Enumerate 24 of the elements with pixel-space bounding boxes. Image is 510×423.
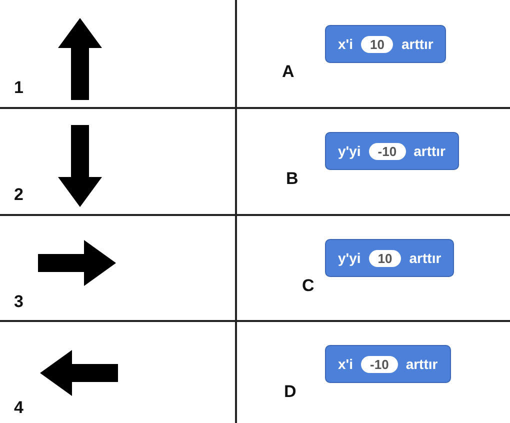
block-label: y'yi <box>338 143 361 159</box>
block-label: arttır <box>414 143 446 159</box>
number-input: -10 <box>368 142 406 160</box>
block-label: x'i <box>338 356 354 372</box>
number-input: -10 <box>361 356 398 372</box>
option-letter: B <box>286 169 298 189</box>
row-number: 3 <box>14 292 24 312</box>
number-input: 10 <box>361 36 394 52</box>
row-number: 1 <box>14 78 24 98</box>
code-block <box>325 345 451 383</box>
option-letter: C <box>302 276 314 296</box>
block-label: arttır <box>409 250 442 266</box>
block-label: arttır <box>406 356 438 372</box>
block-label: y'yi <box>338 250 361 266</box>
option-letter: D <box>284 382 296 402</box>
code-block <box>325 132 458 170</box>
code-block <box>325 239 454 277</box>
row-number: 4 <box>14 398 24 418</box>
block-label: x'i <box>338 36 354 52</box>
row-number: 2 <box>14 185 24 205</box>
option-letter: A <box>282 62 294 82</box>
number-input: 10 <box>368 250 402 266</box>
block-label: arttır <box>401 36 434 52</box>
code-block <box>325 25 446 63</box>
